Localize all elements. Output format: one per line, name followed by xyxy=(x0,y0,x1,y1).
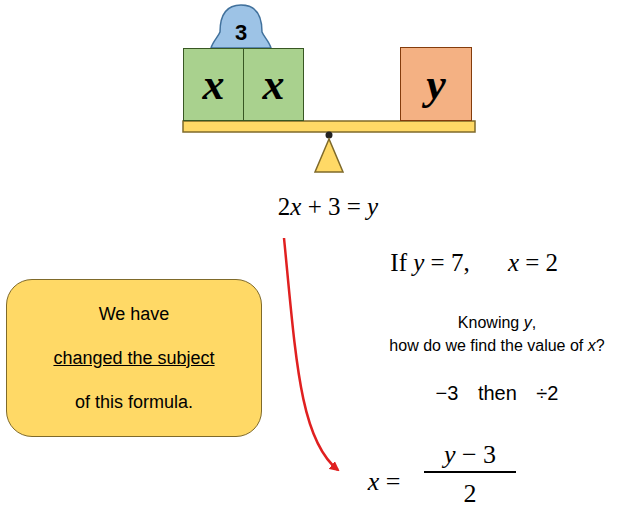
block-letter: 3 xyxy=(235,20,247,46)
x-block: x xyxy=(243,48,304,121)
block-letter: x xyxy=(203,59,225,110)
note-box: We have changed the subject of this formul… xyxy=(6,279,262,437)
y-block: y xyxy=(400,47,472,121)
question-text: Knowing y, xyxy=(458,314,536,332)
rearranged-formula: x = xyxy=(368,467,401,497)
note-text: of this formula. xyxy=(75,392,193,413)
weight-bell: 3 xyxy=(210,4,272,49)
inverse-steps: −3 then ÷2 xyxy=(436,382,559,405)
question-text: how do we find the value of x? xyxy=(389,337,604,355)
fulcrum-triangle xyxy=(315,139,343,172)
x-block: x xyxy=(183,48,244,121)
fraction-bar xyxy=(424,471,516,473)
balance-beam xyxy=(183,121,475,132)
red-arrow xyxy=(284,238,338,470)
note-text: changed the subject xyxy=(53,348,214,369)
fraction-numerator: y − 3 xyxy=(444,440,496,470)
fraction-denominator: 2 xyxy=(464,479,477,509)
note-text: We have xyxy=(99,304,170,325)
result-value: x = 2 xyxy=(508,249,558,277)
block-letter: x xyxy=(263,59,285,110)
given-value: If y = 7, xyxy=(390,249,469,277)
block-letter: y xyxy=(426,59,446,110)
balance-equation: 2x + 3 = y xyxy=(278,193,378,221)
